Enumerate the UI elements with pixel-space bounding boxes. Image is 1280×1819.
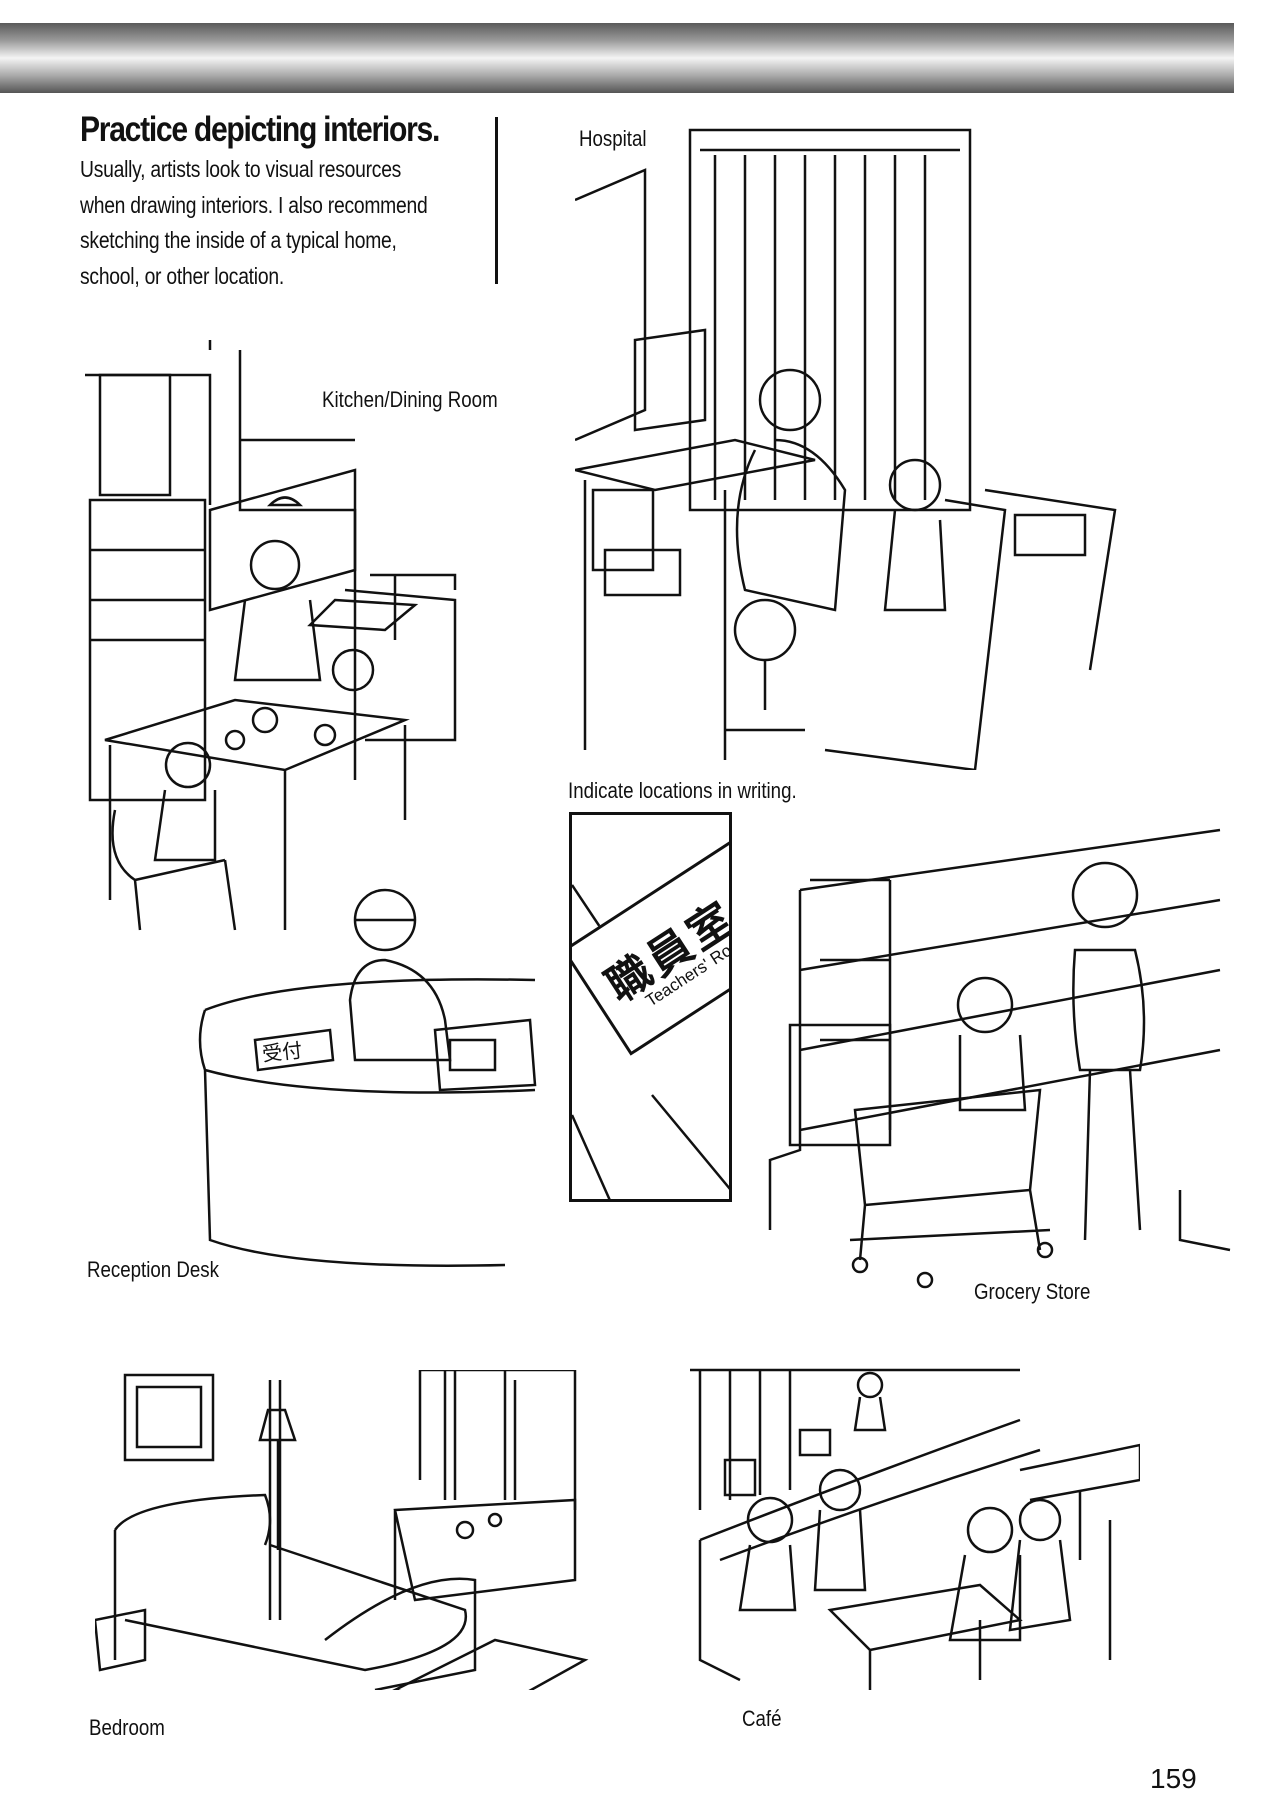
hospital-illustration [575, 128, 1117, 770]
caption-cafe: Café [742, 1706, 782, 1731]
section-heading: Practice depicting interiors. [80, 110, 440, 149]
intro-line: Usually, artists look to visual resource… [80, 156, 402, 182]
cafe-illustration [690, 1368, 1140, 1690]
intro-line: school, or other location. [80, 262, 284, 289]
intro-line: when drawing interiors. I also recommend [80, 191, 428, 218]
intro-text: Usually, artists look to visual resource… [80, 152, 428, 294]
intro-line: sketching the inside of a typical home, [80, 227, 397, 253]
divider [495, 117, 498, 284]
caption-grocery: Grocery Store [974, 1279, 1091, 1304]
bedroom-illustration [95, 1370, 589, 1690]
caption-kitchen: Kitchen/Dining Room [322, 387, 498, 412]
header-banner [0, 23, 1234, 93]
teachers-room-sign-panel: 職員室 Teachers' Room [569, 812, 732, 1202]
grocery-illustration [768, 828, 1231, 1289]
reception-illustration [198, 888, 537, 1267]
page-number: 159 [1150, 1763, 1197, 1794]
caption-hospital: Hospital [579, 126, 647, 151]
reception-sign: 受付 [261, 1037, 304, 1067]
caption-indicate: Indicate locations in writing. [568, 778, 797, 803]
kitchen-illustration [85, 340, 457, 931]
caption-reception: Reception Desk [87, 1257, 220, 1282]
caption-bedroom: Bedroom [89, 1715, 165, 1740]
